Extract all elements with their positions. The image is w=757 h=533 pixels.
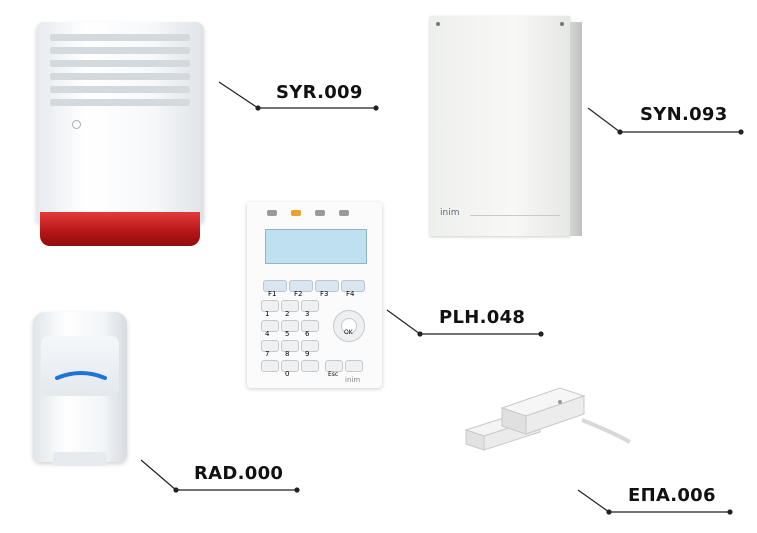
f4-key: F4 (341, 280, 365, 298)
key-hash (301, 360, 319, 372)
key-1: 1 (261, 300, 279, 318)
grille-slot (50, 47, 190, 54)
f3-key: F3 (315, 280, 339, 298)
key-2: 2 (281, 300, 299, 318)
siren-housing (36, 22, 204, 222)
navigation-ring (333, 310, 365, 342)
key-8: 8 (281, 340, 299, 358)
key-5: 5 (281, 320, 299, 338)
grille-slot (50, 99, 190, 106)
siren-screw (72, 120, 81, 129)
keypad-product-image: F1 F2 F3 F4 1 2 3 4 5 6 7 8 9 0 Esc OK i… (247, 202, 382, 388)
keypad-body: F1 F2 F3 F4 1 2 3 4 5 6 7 8 9 0 Esc OK i… (247, 202, 382, 388)
siren-product-image (36, 22, 204, 246)
grille-slot (50, 73, 190, 80)
f2-key: F2 (289, 280, 313, 298)
keypad-display (265, 229, 367, 264)
power-led-icon (339, 210, 349, 216)
ok-key: OK (341, 318, 357, 336)
key-6: 6 (301, 320, 319, 338)
panel-front-cover: inim (430, 16, 570, 236)
detector-lens (41, 336, 119, 396)
grille-slot (50, 60, 190, 67)
control-panel-product-image: inim (430, 16, 585, 238)
magnetic-contact-icon (464, 387, 631, 451)
leader-line-contact (577, 489, 610, 513)
detector-housing (33, 312, 127, 466)
leader-line-panel (587, 107, 621, 133)
detector-base (53, 452, 107, 466)
keypad-code-label: PLH.048 (439, 307, 526, 328)
key-3: 3 (301, 300, 319, 318)
panel-screw (436, 22, 440, 26)
check-led-icon (315, 210, 325, 216)
magnetic-contact-product-image (462, 372, 632, 464)
grille-slot (50, 34, 190, 41)
detector-indicator-icon (55, 371, 107, 380)
siren-flash-lens (40, 212, 200, 246)
key-c (345, 360, 363, 372)
panel-divider (470, 215, 560, 216)
leader-line-detector (140, 459, 177, 491)
panel-side (570, 22, 582, 236)
motion-detector-product-image (33, 312, 133, 470)
keypad-brand-logo: inim (345, 376, 361, 384)
key-esc: Esc (325, 360, 343, 378)
panel-brand-logo: inim (440, 208, 460, 218)
key-0: 0 (281, 360, 299, 378)
contact-code-label: ΕΠΑ.006 (628, 485, 716, 506)
leader-line-keypad (386, 309, 421, 335)
f1-key: F1 (263, 280, 287, 298)
panel-screw (560, 22, 564, 26)
key-star (261, 360, 279, 372)
detector-code-label: RAD.000 (194, 463, 284, 484)
key-4: 4 (261, 320, 279, 338)
panel-code-label: SYN.093 (640, 104, 728, 125)
key-7: 7 (261, 340, 279, 358)
siren-code-label: SYR.009 (276, 82, 363, 103)
lock-icon (267, 210, 277, 216)
key-9: 9 (301, 340, 319, 358)
grille-slot (50, 86, 190, 93)
warning-led-icon (291, 210, 301, 216)
leader-line-siren (218, 81, 259, 109)
